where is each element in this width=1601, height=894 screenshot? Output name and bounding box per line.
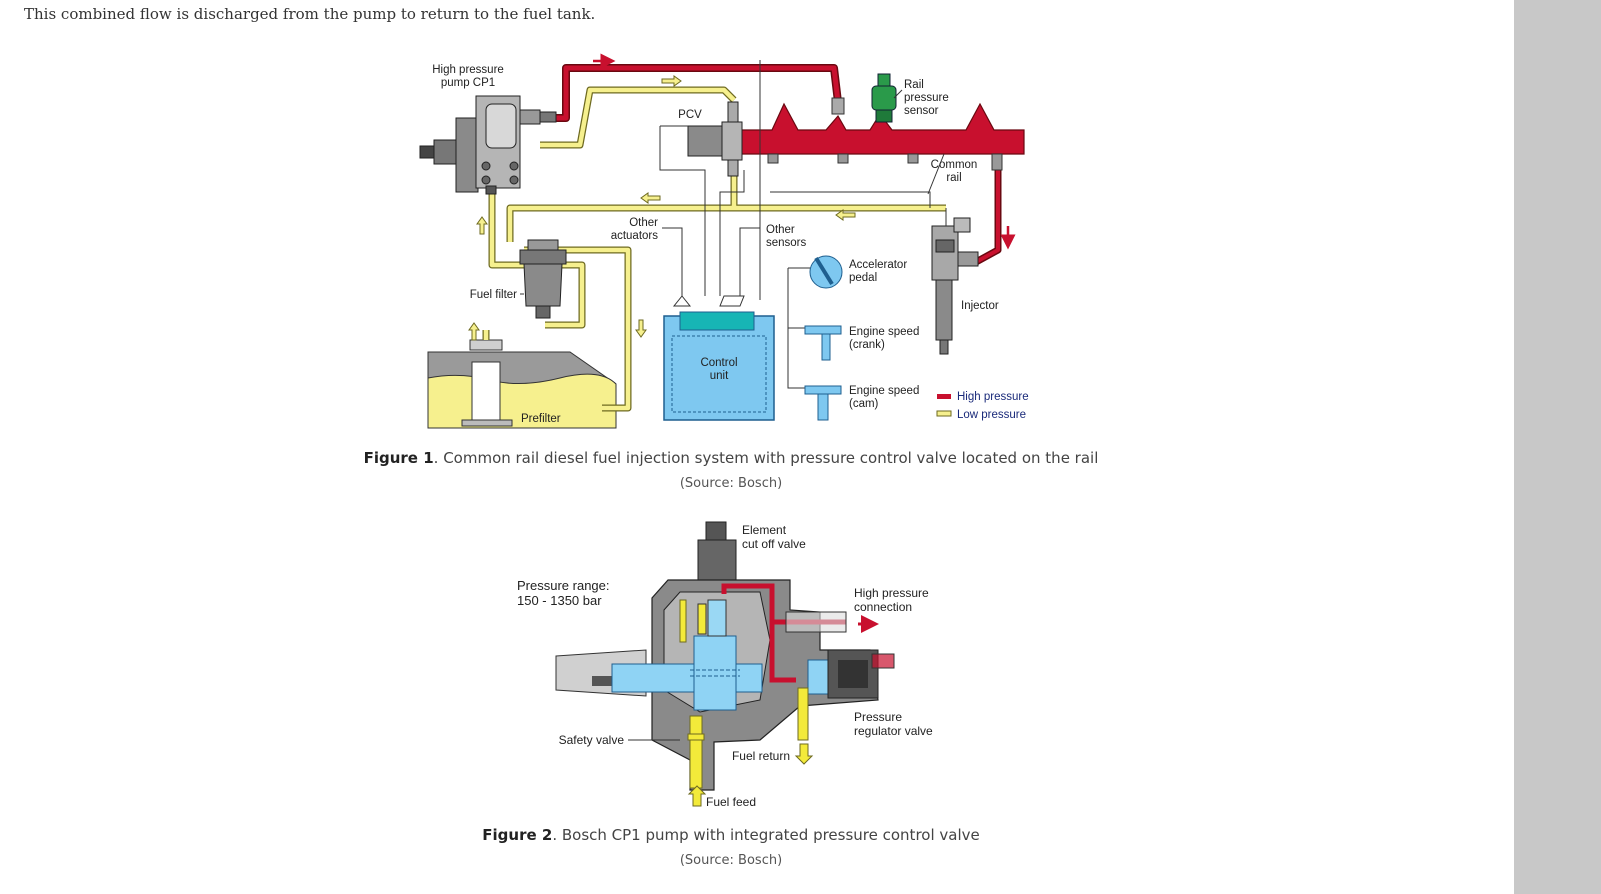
label-range-2: 150 - 1350 bar: [517, 593, 602, 608]
cp1-pump-cutaway: [555, 521, 895, 807]
label-hp-conn-2: connection: [854, 600, 912, 614]
label-fuel-return: Fuel return: [732, 749, 790, 763]
label-crank-1: Engine speed: [849, 326, 919, 338]
figure-1-legend: High pressure Low pressure: [936, 391, 1029, 421]
figure-2-source: (Source: Bosch): [679, 853, 783, 868]
wiring: [659, 60, 931, 389]
label-prefilter: Prefilter: [521, 413, 561, 425]
label-accel-2: pedal: [849, 272, 877, 284]
label-prv-1: Pressure: [854, 710, 902, 724]
label-crank-2: (crank): [849, 339, 885, 351]
label-rail-sensor-1: Rail: [904, 79, 924, 91]
label-common-rail-1: Common: [931, 159, 978, 171]
label-range-1: Pressure range:: [517, 578, 610, 593]
label-other-actuators-2: actuators: [611, 230, 659, 242]
label-hp-conn-1: High pressure: [854, 586, 929, 600]
label-cam-2: (cam): [849, 398, 879, 410]
injector: [931, 208, 979, 355]
figure-1-caption-text: . Common rail diesel fuel injection syst…: [433, 449, 1099, 467]
label-other-sensors-2: sensors: [766, 237, 807, 249]
label-other-sensors-1: Other: [766, 224, 795, 236]
label-pump-line2: pump CP1: [441, 77, 495, 89]
label-pcv: PCV: [678, 109, 702, 121]
rail-pressure-sensor: [871, 73, 903, 123]
figure-1-diagram: High pressure pump CP1 PCV Rail pressure…: [419, 53, 1029, 429]
figure-2-diagram: Element cut off valve Pressure range: 15…: [517, 521, 933, 809]
high-pressure-pump-cp1: [419, 95, 557, 195]
label-prv-2: regulator valve: [854, 724, 933, 738]
label-accel-1: Accelerator: [849, 259, 907, 271]
label-cam-1: Engine speed: [849, 385, 919, 397]
figure-1-caption: Figure 1. Common rail diesel fuel inject…: [0, 449, 1462, 467]
label-other-actuators-1: Other: [629, 217, 658, 229]
figure-1-source: (Source: Bosch): [679, 476, 783, 491]
label-common-rail-2: rail: [946, 172, 961, 184]
figure-2-caption-label: Figure 2: [482, 826, 553, 844]
figure-1-caption-label: Figure 1: [363, 449, 434, 467]
legend-low: Low pressure: [957, 409, 1026, 421]
label-cutoff-1: Element: [742, 523, 787, 537]
label-cutoff-2: cut off valve: [742, 537, 806, 551]
legend-high: High pressure: [957, 391, 1029, 403]
figure-2-caption-text: . Bosch CP1 pump with integrated pressur…: [552, 826, 980, 844]
legend-swatch-low: [936, 410, 952, 417]
label-control-unit-2: unit: [710, 370, 729, 382]
engine-speed-sensors: [804, 325, 842, 421]
figure-2-caption: Figure 2. Bosch CP1 pump with integrated…: [0, 826, 1462, 844]
label-fuel-feed: Fuel feed: [706, 795, 756, 809]
pcv-valve: [660, 101, 743, 177]
high-pressure-lines: [556, 64, 1002, 266]
control-unit: [663, 295, 775, 421]
label-control-unit-1: Control: [700, 357, 737, 369]
label-safety-valve: Safety valve: [559, 733, 625, 747]
label-fuel-filter: Fuel filter: [470, 289, 517, 301]
intro-paragraph: This combined flow is discharged from th…: [24, 5, 596, 23]
low-pressure-lines: [482, 86, 946, 412]
label-injector: Injector: [961, 300, 999, 312]
page-scrollbar[interactable]: [1514, 0, 1601, 894]
legend-swatch-high: [937, 394, 951, 399]
low-flow-arrow-icons: [468, 75, 856, 341]
label-pump-line1: High pressure: [432, 64, 504, 76]
label-rail-sensor-3: sensor: [904, 105, 939, 117]
fuel-filter: [519, 239, 567, 319]
label-rail-sensor-2: pressure: [904, 92, 949, 104]
accelerator-pedal: [809, 255, 843, 289]
